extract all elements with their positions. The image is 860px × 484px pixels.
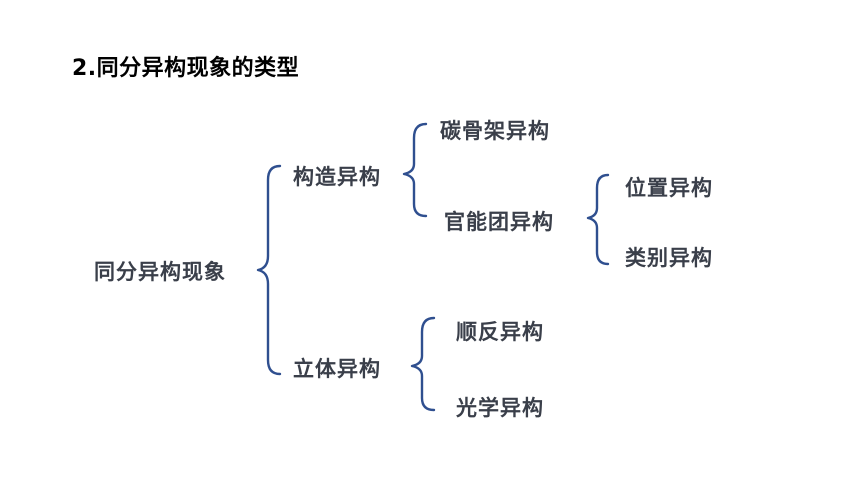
stereo-bracket [410, 316, 436, 412]
cis-trans-isomerism-node: 顺反异构 [456, 320, 544, 344]
optical-isomerism-node: 光学异构 [456, 396, 544, 420]
root-bracket [256, 164, 282, 376]
slide-title: 2.同分异构现象的类型 [72, 56, 300, 81]
class-isomerism-node: 类别异构 [625, 246, 713, 270]
carbon-skeleton-isomerism-node: 碳骨架异构 [440, 119, 550, 143]
functional-group-isomerism-node: 官能团异构 [444, 210, 554, 234]
functional-bracket [586, 173, 610, 266]
stereo-isomerism-node: 立体异构 [293, 357, 381, 381]
structural-isomerism-node: 构造异构 [293, 165, 381, 189]
structural-bracket [402, 122, 428, 218]
root-node: 同分异构现象 [94, 260, 226, 284]
position-isomerism-node: 位置异构 [625, 176, 713, 200]
